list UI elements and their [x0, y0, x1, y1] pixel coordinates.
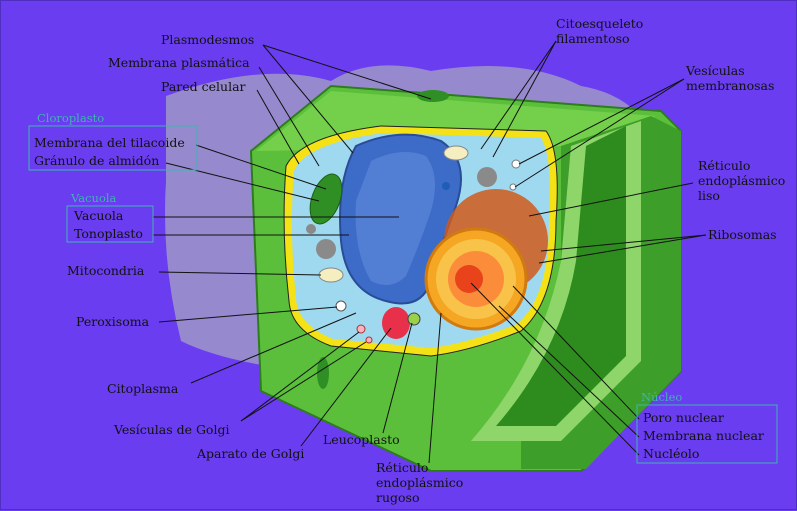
label-nucleolo: Nucléolo [643, 446, 699, 461]
label-pared-celular: Pared celular [161, 79, 246, 94]
label-reticulo-rugoso-1: Réticulo [376, 460, 428, 475]
label-reticulo-rugoso-3: rugoso [376, 490, 420, 505]
label-granulo-almidon: Gránulo de almidón [34, 153, 159, 168]
label-membrana-nuclear: Membrana nuclear [643, 428, 764, 443]
mitochondrion [319, 268, 343, 282]
gray-body-3 [306, 224, 316, 234]
mitochondrion-2 [444, 146, 468, 160]
gray-body-1 [316, 239, 336, 259]
label-vesiculas-golgi: Vesículas de Golgi [113, 422, 229, 437]
label-citoesqueleto-2: filamentoso [556, 31, 630, 46]
gray-body-2 [477, 167, 497, 187]
label-ribosomas: Ribosomas [708, 227, 777, 242]
label-plasmodesmos: Plasmodesmos [161, 32, 254, 47]
group-title-nucleo: Núcleo [641, 390, 682, 404]
golgi-vesicle [357, 325, 365, 333]
label-mitocondria: Mitocondria [67, 263, 145, 278]
label-citoplasma: Citoplasma [107, 381, 179, 396]
label-aparato-golgi: Aparato de Golgi [196, 446, 304, 461]
label-vesiculas-membranosas-1: Vesículas [685, 63, 745, 78]
golgi-vesicle-2 [366, 337, 372, 343]
blue-dot [442, 182, 450, 190]
label-membrana-tilacoide: Membrana del tilacoide [34, 135, 185, 150]
label-reticulo-liso-1: Réticulo [698, 158, 750, 173]
label-reticulo-liso-2: endoplásmico [698, 173, 785, 188]
label-membrana-plasmatica: Membrana plasmática [108, 55, 250, 70]
label-reticulo-rugoso-2: endoplásmico [376, 475, 463, 490]
group-title-vacuola: Vacuola [70, 191, 117, 205]
vesicle-1 [512, 160, 520, 168]
label-citoesqueleto-1: Citoesqueleto [556, 16, 643, 31]
leucoplast [408, 313, 420, 325]
label-vacuola: Vacuola [73, 208, 124, 223]
label-tonoplasto: Tonoplasto [74, 226, 143, 241]
label-vesiculas-membranosas-2: membranosas [686, 78, 774, 93]
label-leucoplasto: Leucoplasto [323, 432, 400, 447]
nucleolus [455, 265, 483, 293]
label-reticulo-liso-3: liso [698, 188, 720, 203]
group-title-cloroplasto: Cloroplasto [37, 111, 104, 125]
label-peroxisoma: Peroxisoma [76, 314, 150, 329]
peroxisome [336, 301, 346, 311]
label-poro-nuclear: Poro nuclear [643, 410, 724, 425]
